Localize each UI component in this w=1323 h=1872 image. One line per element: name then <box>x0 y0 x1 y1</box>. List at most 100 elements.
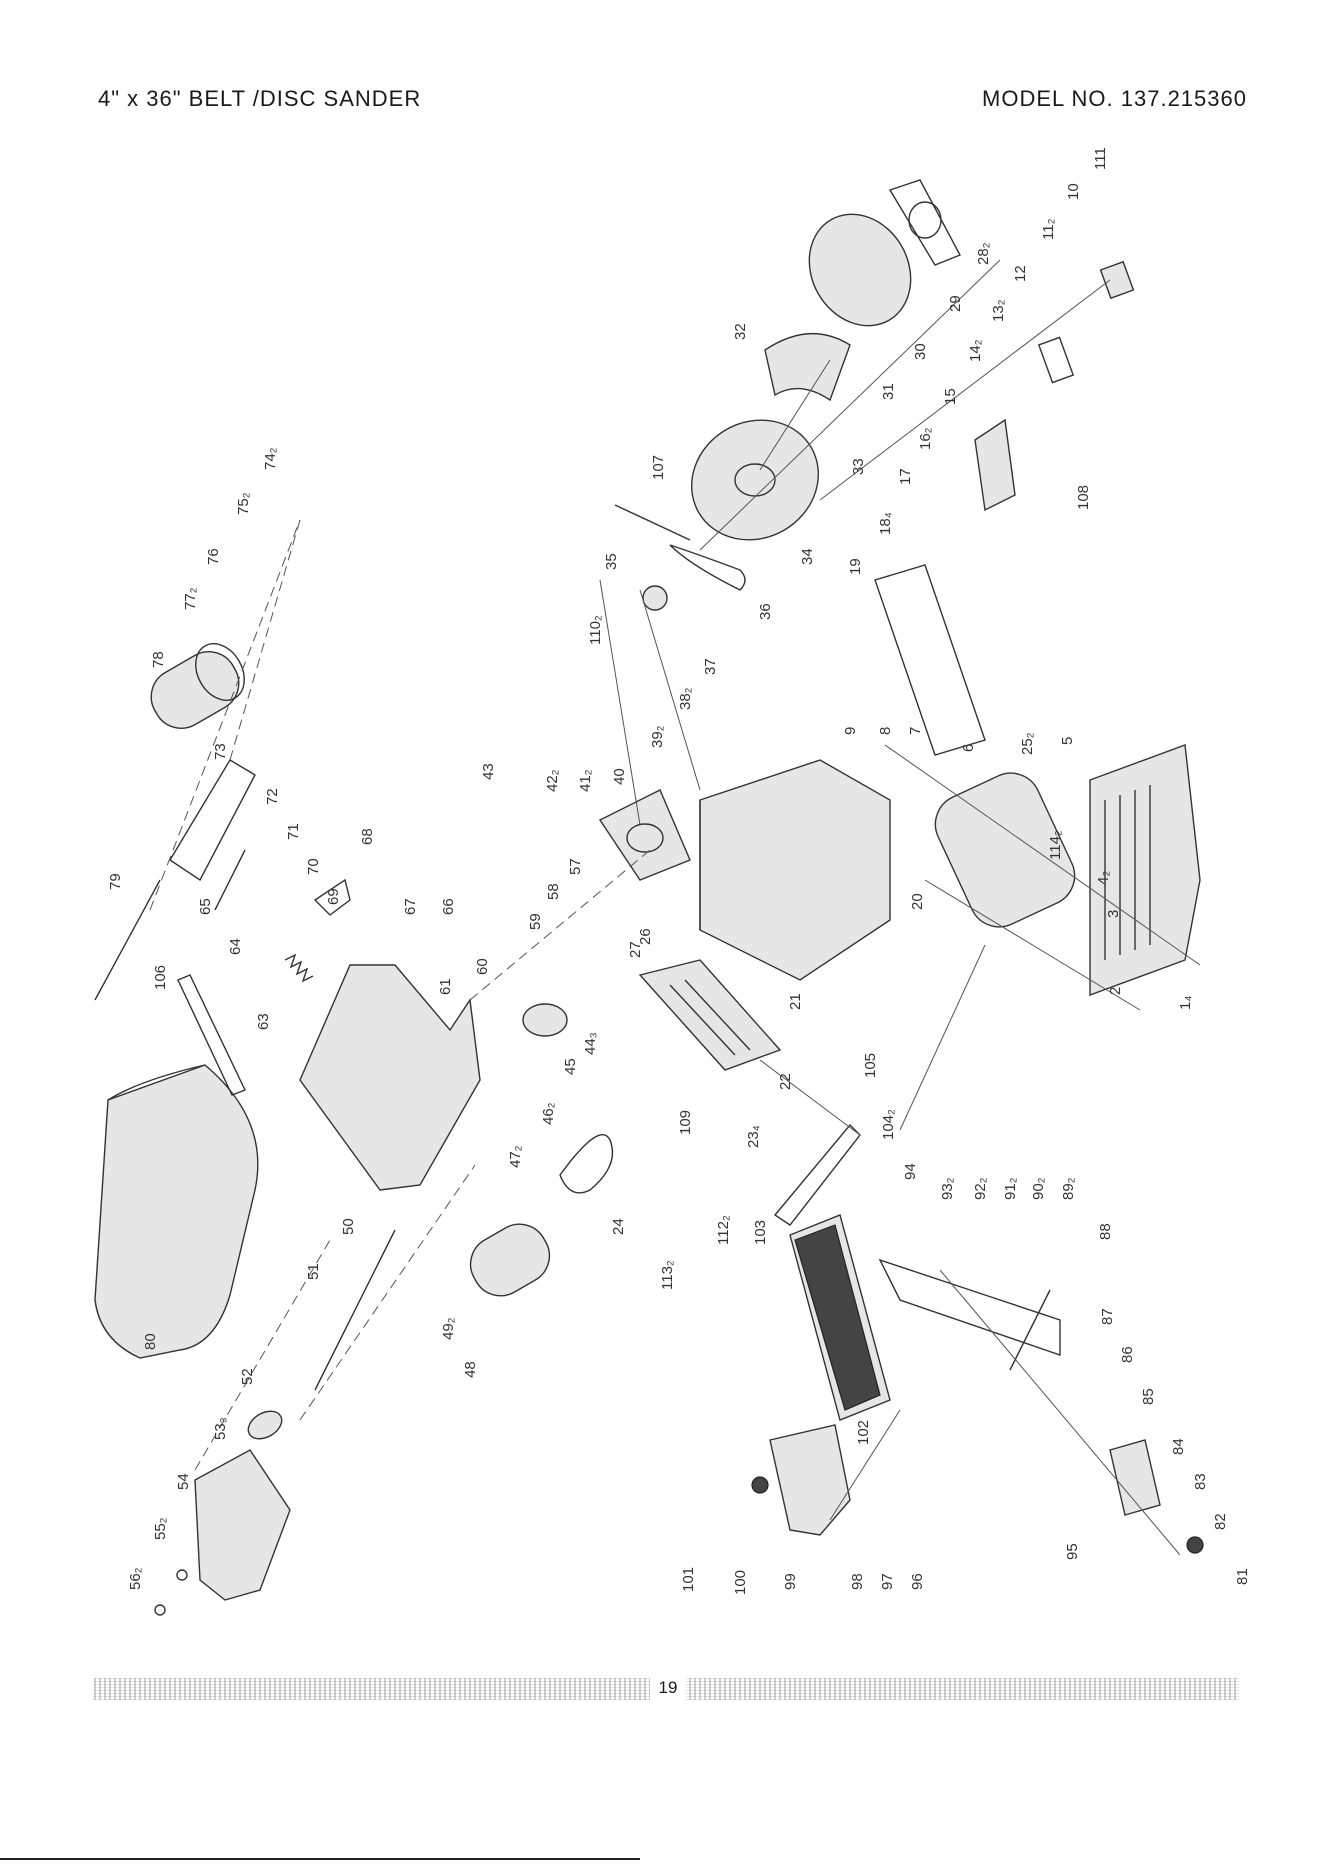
part-label: 18₄ <box>877 512 894 535</box>
part-label: 74₂ <box>262 447 279 470</box>
part-label: 23₄ <box>745 1125 762 1148</box>
part-label: 105 <box>862 1053 879 1078</box>
part-label: 6 <box>960 744 977 752</box>
part-label: 32 <box>732 323 749 340</box>
miter-gauge <box>769 1424 851 1536</box>
platen <box>177 974 246 1096</box>
sanding-belt <box>94 1064 259 1359</box>
part-label: 28₂ <box>975 242 992 265</box>
part-label: 91₂ <box>1002 1177 1019 1200</box>
tension-bracket <box>169 759 256 882</box>
motor <box>934 772 1076 928</box>
part-label: 98 <box>849 1573 866 1590</box>
part-label: 93₂ <box>939 1177 956 1200</box>
part-label: 55₂ <box>152 1517 169 1540</box>
part-label: 58 <box>545 883 562 900</box>
part-label: 101 <box>680 1567 697 1592</box>
part-label: 5 <box>1059 737 1076 745</box>
part-label: 97 <box>879 1573 896 1590</box>
part-label: 30 <box>912 343 929 360</box>
part-label: 99 <box>782 1573 799 1590</box>
part-label: 61 <box>437 978 454 995</box>
base-plate <box>1089 744 1201 997</box>
part-label: 40 <box>611 768 628 785</box>
part-label: 17 <box>897 468 914 485</box>
part-label: 52 <box>239 1368 256 1385</box>
part-label: 65 <box>197 898 214 915</box>
part-label: 84 <box>1170 1438 1187 1455</box>
base-housing <box>699 759 891 981</box>
part-label: 77₂ <box>182 587 199 610</box>
bearing-housing <box>598 789 691 881</box>
drive-drum <box>469 1223 551 1297</box>
part-label: 80 <box>142 1333 159 1350</box>
part-label: 44₃ <box>582 1032 599 1055</box>
part-label: 48 <box>462 1361 479 1378</box>
part-label: 88 <box>1097 1223 1114 1240</box>
part-label: 4₂ <box>1095 871 1112 885</box>
part-label: 42₂ <box>544 769 561 792</box>
part-label: 54 <box>175 1473 192 1490</box>
part-label: 108 <box>1075 485 1092 510</box>
part-label: 45 <box>562 1058 579 1075</box>
vent-cover <box>638 959 782 1071</box>
part-label: 102 <box>855 1420 872 1445</box>
page-title: 4" x 36" BELT /DISC SANDER <box>98 86 422 111</box>
part-label: 87 <box>1099 1308 1116 1325</box>
part-label: 81 <box>1234 1568 1251 1585</box>
part-label: 76 <box>205 548 222 565</box>
part-label: 10 <box>1065 183 1082 200</box>
power-cord <box>559 1134 614 1194</box>
part-label: 63 <box>255 1013 272 1030</box>
part-label: 89₂ <box>1060 1177 1077 1200</box>
part-label: 96 <box>909 1573 926 1590</box>
part-label: 22 <box>777 1073 794 1090</box>
part-label: 60 <box>474 958 491 975</box>
part-label: 53₃ <box>212 1417 229 1440</box>
part-label: 68 <box>359 828 376 845</box>
assembly-lines <box>149 259 1201 1556</box>
part-label: 50 <box>340 1218 357 1235</box>
part-label: 111 <box>1092 147 1109 170</box>
part-label: 90₂ <box>1030 1177 1047 1200</box>
part-label: 86 <box>1119 1346 1136 1363</box>
part-label: 49₂ <box>440 1317 457 1340</box>
part-label: 46₂ <box>540 1102 557 1125</box>
part-label: 21 <box>787 993 804 1010</box>
part-label: 106 <box>152 965 169 990</box>
part-label: 85 <box>1140 1388 1157 1405</box>
part-label: 72 <box>264 788 281 805</box>
part-label: 94 <box>902 1163 919 1180</box>
sanding-disc-plate <box>690 419 820 541</box>
part-label: 37 <box>702 658 719 675</box>
part-label: 103 <box>752 1220 769 1245</box>
parts-artwork <box>94 179 1204 1616</box>
part-label: 92₂ <box>972 1177 989 1200</box>
part-label: 39₂ <box>649 725 666 748</box>
model-number: MODEL NO. 137.215360 <box>982 86 1247 111</box>
part-label: 70 <box>305 858 322 875</box>
part-label: 82 <box>1212 1513 1229 1530</box>
part-label: 13₂ <box>990 299 1007 322</box>
part-label: 47₂ <box>507 1145 524 1168</box>
part-label: 59 <box>527 913 544 930</box>
belt-guard <box>194 1449 291 1601</box>
part-label: 95 <box>1064 1543 1081 1560</box>
part-label: 15 <box>942 388 959 405</box>
part-label: 51 <box>305 1263 322 1280</box>
part-label: 26 <box>637 928 654 945</box>
part-label: 66 <box>440 898 457 915</box>
part-label: 67 <box>402 898 419 915</box>
part-label: 56₂ <box>127 1567 144 1590</box>
abrasive-disc <box>808 213 912 327</box>
part-label: 12 <box>1012 265 1029 282</box>
part-label: 112₂ <box>715 1215 732 1245</box>
part-label: 9 <box>842 727 859 735</box>
part-label: 14₂ <box>967 339 984 362</box>
part-label: 35 <box>603 553 620 570</box>
part-label: 75₂ <box>235 492 252 515</box>
part-label: 19 <box>847 558 864 575</box>
part-label: 11₂ <box>1040 218 1057 240</box>
belt-frame <box>299 964 481 1191</box>
